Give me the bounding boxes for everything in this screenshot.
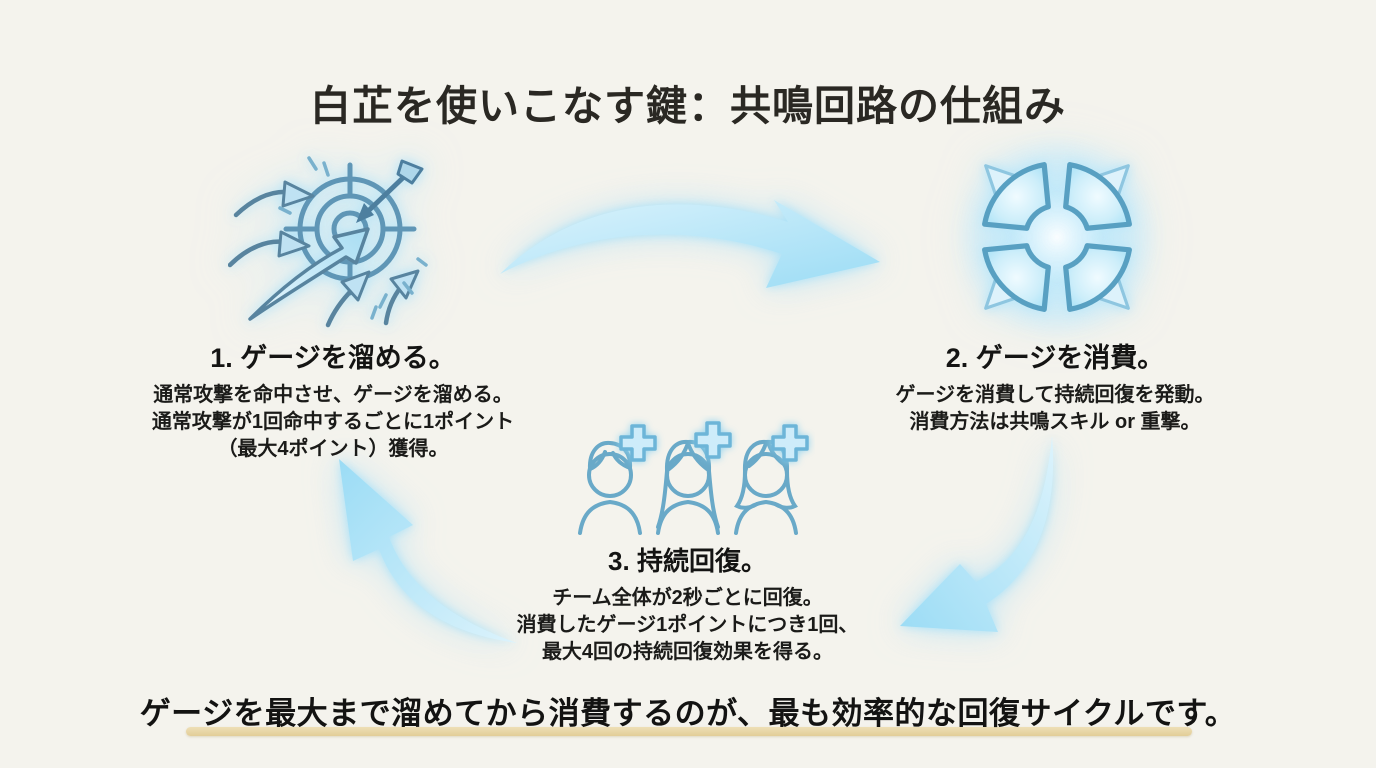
step-2-heading: 2. ゲージを消費。 [945, 343, 1165, 373]
step-2-line: ゲージを消費して持続回復を発動。 [895, 384, 1215, 406]
step-3-heading: 3. 持続回復。 [608, 546, 767, 576]
flow-arrow-step1-to-step2-icon [500, 200, 880, 288]
step-1-block: 1. ゲージを溜める。 通常攻撃を命中させ、ゲージを溜める。 通常攻撃が1回命中… [118, 336, 548, 463]
step-3-line: 最大4回の持続回復効果を得る。 [541, 641, 834, 663]
flow-arrow-step3-to-step1-icon [339, 459, 517, 643]
plus-icon [694, 421, 732, 459]
person-long-hair-icon [656, 439, 720, 535]
plus-icon [771, 424, 809, 462]
person-male-icon [578, 440, 642, 535]
step-1-line: （最大4ポイント）獲得。 [217, 438, 449, 460]
step-1-line: 通常攻撃が1回命中するごとに1ポイント [151, 411, 515, 433]
resonance-circuit-gauge-icon [955, 135, 1159, 339]
flow-arrow-step2-to-step3-icon [900, 436, 1054, 632]
step-3-line: 消費したゲージ1ポイントにつき1回、 [516, 614, 859, 636]
footer-highlight-underline [186, 727, 1192, 736]
step-1-line: 通常攻撃を命中させ、ゲージを溜める。 [153, 384, 513, 406]
step-3-line: チーム全体が2秒ごとに回復。 [552, 587, 823, 609]
step-2-block: 2. ゲージを消費。 ゲージを消費して持続回復を発動。 消費方法は共鳴スキル o… [855, 336, 1255, 436]
step-2-line: 消費方法は共鳴スキル or 重撃。 [909, 411, 1201, 433]
plus-icon [619, 424, 657, 462]
arrows-hit-target-icon [228, 156, 428, 328]
team-heal-icon [578, 421, 809, 535]
footer-note: ゲージを最大まで溜めてから消費するのが、最も効率的な回復サイクルです。 [139, 696, 1237, 731]
person-bob-hair-icon [734, 439, 798, 535]
step-3-block: 3. 持続回復。 チーム全体が2秒ごとに回復。 消費したゲージ1ポイントにつき1… [455, 541, 920, 666]
step-1-heading: 1. ゲージを溜める。 [210, 343, 456, 373]
page-title: 白芷を使いこなす鍵：共鳴回路の仕組み [310, 83, 1066, 129]
